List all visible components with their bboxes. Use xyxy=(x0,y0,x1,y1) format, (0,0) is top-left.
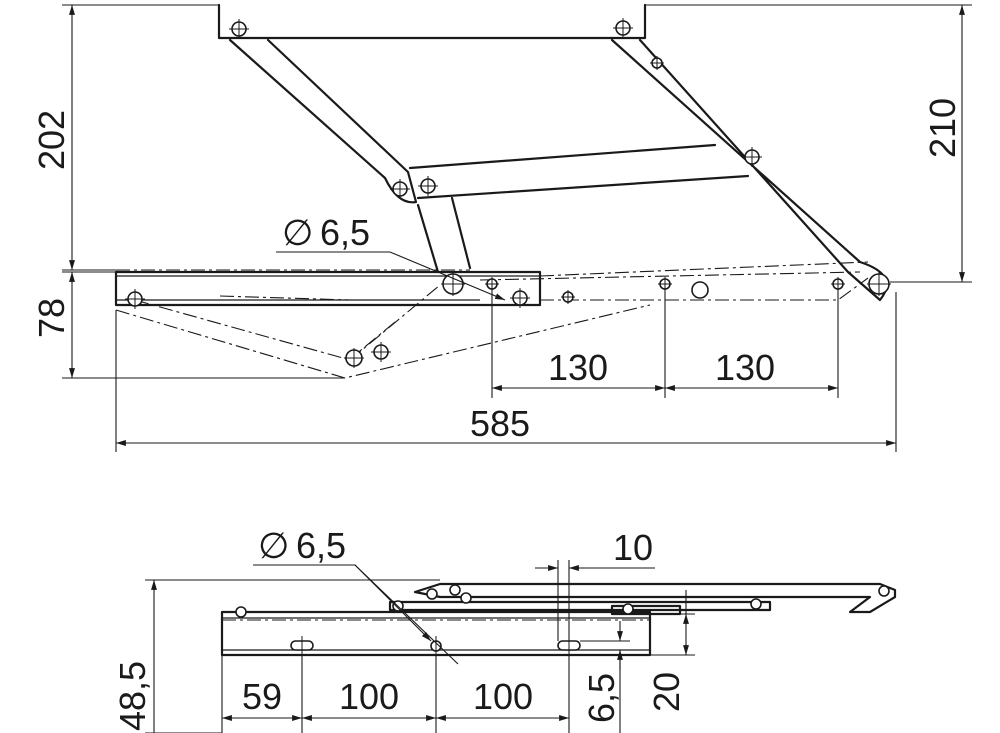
dim-585: 585 xyxy=(115,292,897,452)
dim-48-5: 48,5 xyxy=(112,579,440,733)
right-arm xyxy=(610,38,888,302)
bottom-view: 48,5 59 100 100 10 6,5 xyxy=(112,525,897,733)
dim-diameter-bottom: ∅ 6,5 xyxy=(253,525,459,665)
base-plate-outline xyxy=(116,275,540,301)
rivet xyxy=(426,588,438,600)
connecting-bar xyxy=(408,143,750,200)
dim-210: 210 xyxy=(645,4,972,283)
middle-strip xyxy=(388,600,772,612)
dim-6-5-slot: 6,5 xyxy=(580,621,630,733)
diameter-value-top: 6,5 xyxy=(320,212,370,253)
slot-centerlines xyxy=(301,636,570,656)
dim-130-pair: 130 130 xyxy=(491,290,839,398)
rivet xyxy=(622,603,634,615)
left-arm xyxy=(228,38,418,204)
dim-202-label: 202 xyxy=(31,110,72,170)
dim-78: 78 xyxy=(31,271,345,379)
short-link xyxy=(416,196,472,274)
dim-10-label: 10 xyxy=(613,527,653,568)
rivet xyxy=(750,598,762,610)
top-plate xyxy=(217,3,647,40)
dim-130-label-1: 130 xyxy=(548,347,608,388)
top-view: 202 210 78 130 130 585 xyxy=(31,3,972,452)
center-marks xyxy=(125,18,891,368)
hole-base-5 xyxy=(691,281,709,299)
dim-10: 10 xyxy=(535,527,655,641)
hinge-holes xyxy=(127,20,890,367)
dim-585-label: 585 xyxy=(470,403,530,444)
upper-strip xyxy=(413,582,897,614)
rivet xyxy=(235,606,247,618)
dim-100-label-2: 100 xyxy=(473,676,533,717)
rivet xyxy=(878,585,890,597)
dim-78-label: 78 xyxy=(31,298,72,338)
dim-20-label: 20 xyxy=(646,672,687,712)
dim-59-label: 59 xyxy=(242,676,282,717)
dim-130-label-2: 130 xyxy=(715,347,775,388)
dim-48-5-label: 48,5 xyxy=(112,661,153,731)
dim-6-5-slot-label: 6,5 xyxy=(581,673,622,723)
dim-diameter-top: ∅ 6,5 xyxy=(276,212,506,301)
dim-20: 20 xyxy=(646,590,695,712)
diameter-value-bottom: 6,5 xyxy=(296,525,346,566)
diameter-symbol-bottom: ∅ xyxy=(258,525,289,566)
dim-pitch: 59 100 100 xyxy=(221,655,570,733)
rivet xyxy=(449,584,461,596)
dim-210-label: 210 xyxy=(922,98,963,158)
dim-100-label-1: 100 xyxy=(339,676,399,717)
dim-202: 202 xyxy=(31,4,219,271)
diameter-symbol-top: ∅ xyxy=(282,212,313,253)
rivet xyxy=(460,592,472,604)
base-plate xyxy=(114,270,542,307)
